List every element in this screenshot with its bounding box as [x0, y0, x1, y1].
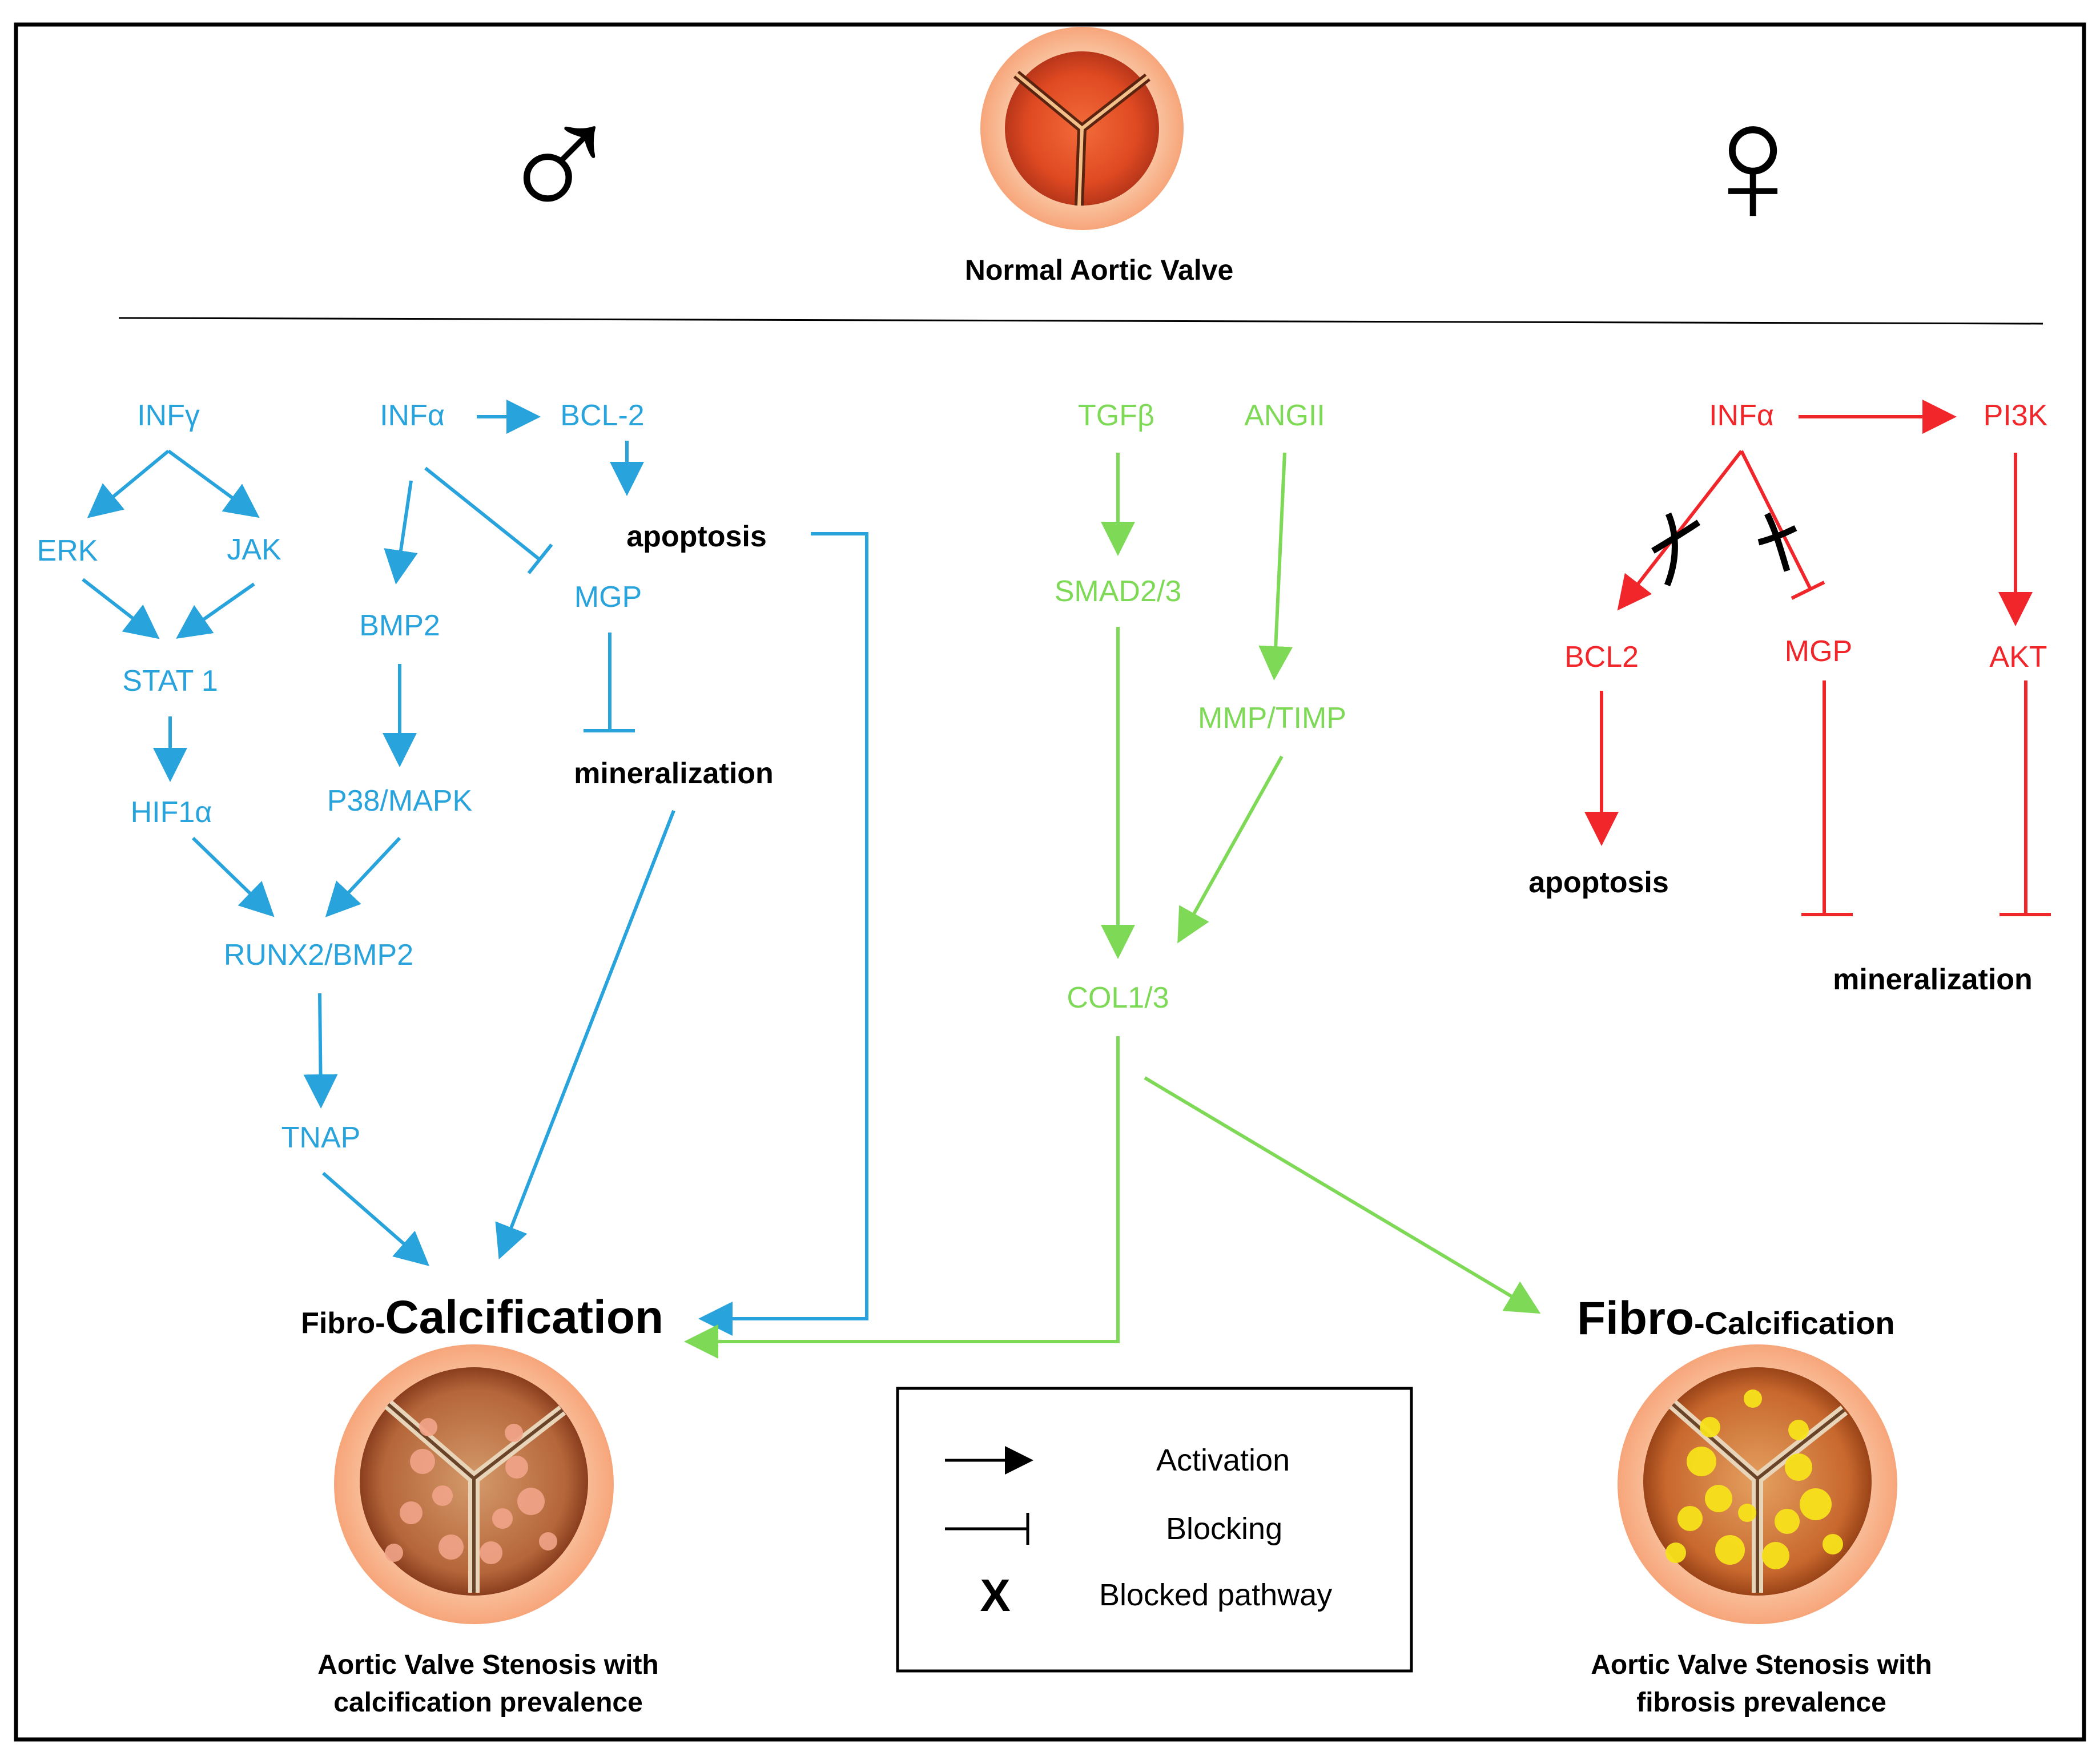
- edge-angii-mmp: [1258, 452, 1293, 680]
- edge-mineralization-calcification: [495, 809, 675, 1260]
- edge-col-male-calcification: [684, 1036, 1120, 1359]
- node-mgp-male: MGP: [574, 581, 642, 614]
- edge-apoptosis-calcification: [698, 532, 868, 1336]
- female-outcome-suffix: -Calcification: [1694, 1305, 1895, 1341]
- legend-blocked-label: Blocked pathway: [1099, 1578, 1332, 1612]
- edge-erk-stat1: [82, 578, 160, 639]
- edge-tnap-calcification: [322, 1171, 430, 1266]
- edge-hif1a-runx2: [191, 836, 275, 917]
- female-outcome-title: Fibro-Calcification: [1577, 1292, 1895, 1344]
- node-jak: JAK: [227, 533, 281, 566]
- female-symbol: ♀: [1689, 67, 1817, 259]
- edge-runx2-tnap: [303, 993, 338, 1109]
- header-divider: [118, 317, 2043, 325]
- edge-jak-stat1: [176, 582, 255, 639]
- block-infa-mgp-bar: [527, 543, 553, 574]
- edge-p38-runx2: [325, 836, 401, 917]
- edge-infg-jak: [167, 449, 260, 518]
- node-angii: ANGII: [1244, 399, 1325, 432]
- node-infa-female: INFα: [1709, 399, 1774, 432]
- male-pathway: INFγ ERK JAK STAT 1 HIF1α INFα BCL-2 apo…: [37, 399, 868, 1336]
- calcified-valve-image: [334, 1344, 614, 1624]
- node-mineralization-male: mineralization: [574, 757, 774, 790]
- node-apoptosis-female: apoptosis: [1528, 866, 1669, 899]
- block-infa-mgp-bar: [1791, 581, 1825, 600]
- node-infa-male: INFα: [380, 399, 445, 432]
- edge-col-female-fibrosis: [1144, 1076, 1541, 1314]
- node-apoptosis-male: apoptosis: [626, 520, 767, 553]
- male-outcome-title: Fibro-Calcification: [301, 1291, 663, 1343]
- female-outcome-main: Fibro: [1577, 1292, 1694, 1344]
- female-valve-caption-line1: Aortic Valve Stenosis with: [1591, 1650, 1932, 1680]
- node-mgp-female: MGP: [1785, 635, 1852, 668]
- male-valve-caption-line2: calcification prevalence: [333, 1687, 643, 1718]
- node-col: COL1/3: [1067, 981, 1169, 1014]
- block-infa-mgp: [424, 466, 541, 561]
- node-p38: P38/MAPK: [327, 784, 473, 817]
- node-mineralization-female: mineralization: [1833, 963, 2033, 996]
- male-outcome-main: Calcification: [385, 1291, 663, 1343]
- normal-aortic-valve-image: [980, 27, 1184, 230]
- node-mmp: MMP/TIMP: [1198, 702, 1346, 735]
- blocked-cross-bcl2: [1651, 512, 1701, 587]
- female-valve-caption-line2: fibrosis prevalence: [1636, 1687, 1886, 1718]
- node-infg: INFγ: [137, 399, 200, 432]
- node-akt: AKT: [1989, 641, 2047, 674]
- node-bmp2: BMP2: [359, 609, 440, 642]
- node-erk: ERK: [37, 534, 98, 567]
- block-infa-mgp: [1740, 450, 1812, 589]
- node-smad: SMAD2/3: [1055, 575, 1182, 608]
- male-outcome-prefix: Fibro-: [301, 1307, 385, 1340]
- blocked-cross-mgp: [1757, 512, 1797, 572]
- female-pathway: INFα PI3K BCL2 MGP AKT apoptosis mineral…: [1528, 399, 2051, 996]
- male-valve-caption-line1: Aortic Valve Stenosis with: [317, 1650, 659, 1680]
- node-hif1a: HIF1α: [131, 796, 212, 829]
- node-runx2: RUNX2/BMP2: [224, 939, 413, 972]
- node-pi3k: PI3K: [1984, 399, 2048, 432]
- legend-blocked-symbol: X: [980, 1570, 1010, 1621]
- fibrotic-valve-image: [1618, 1344, 1897, 1624]
- shared-pathway: TGFβ ANGII SMAD2/3 MMP/TIMP COL1/3: [684, 399, 1541, 1359]
- node-bcl2-male: BCL-2: [560, 399, 644, 432]
- legend: Activation Blocking X Blocked pathway: [896, 1387, 1413, 1673]
- edge-infg-erk: [87, 449, 170, 518]
- outer-frame: [14, 22, 2086, 1742]
- node-tgfb: TGFβ: [1078, 399, 1154, 432]
- edge-infa-bmp2: [384, 480, 418, 585]
- node-stat1: STAT 1: [122, 664, 218, 698]
- legend-blocking-label: Blocking: [1166, 1512, 1282, 1546]
- normal-valve-label: Normal Aortic Valve: [965, 254, 1234, 286]
- edge-mmp-col: [1177, 755, 1284, 944]
- edge-infa-bcl2: [1617, 450, 1743, 611]
- male-symbol: ♂: [496, 67, 624, 259]
- node-bcl2-female: BCL2: [1564, 641, 1639, 674]
- node-tnap: TNAP: [281, 1121, 361, 1154]
- legend-activation-label: Activation: [1156, 1443, 1290, 1477]
